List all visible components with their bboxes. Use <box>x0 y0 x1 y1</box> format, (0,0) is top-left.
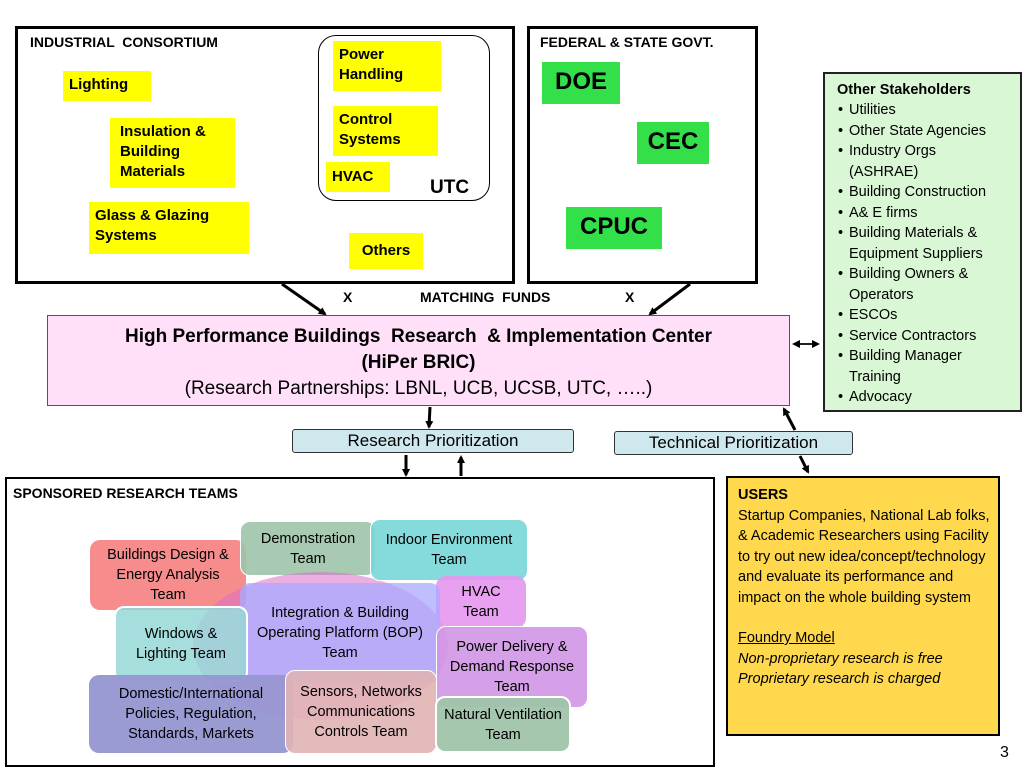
consortium-item-lighting: Lighting <box>63 71 151 101</box>
govt-item-doe: DOE <box>542 62 620 104</box>
stakeholder-item: Building Owners & Operators <box>838 264 999 305</box>
foundry-model-title: Foundry Model <box>738 630 835 646</box>
utc-item-power: Power Handling <box>333 41 441 91</box>
team-power-delivery: Power Delivery & Demand Response Team <box>436 626 588 708</box>
users-title: USERS <box>738 487 788 503</box>
stakeholder-item: A& E firms <box>838 203 1016 224</box>
center-title: High Performance Buildings Research & Im… <box>124 326 712 347</box>
arrow-center-to-research <box>425 406 434 429</box>
team-windows-lighting: Windows & Lighting Team <box>114 606 248 682</box>
stakeholder-item: Building Manager Training <box>838 346 999 387</box>
team-buildings-design: Buildings Design & Energy Analysis Team <box>90 540 246 610</box>
consortium-item-glass: Glass & Glazing Systems <box>89 202 249 254</box>
consortium-item-insulation: Insulation & Building Materials <box>110 118 235 188</box>
govt-item-cpuc: CPUC <box>566 207 662 249</box>
stakeholder-item: ESCOs <box>838 305 1016 326</box>
funding-x-left: X <box>343 289 353 305</box>
consortium-title: INDUSTRIAL CONSORTIUM <box>30 34 218 50</box>
stakeholders-box: Other Stakeholders Utilities Other State… <box>823 72 1022 412</box>
stakeholder-item: Industry Orgs (ASHRAE) <box>838 141 959 182</box>
arrow-consortium-to-center <box>281 282 327 316</box>
technical-prioritization: Technical Prioritization <box>614 431 853 455</box>
research-prioritization: Research Prioritization <box>292 429 574 453</box>
stakeholder-item: Utilities <box>838 100 1016 121</box>
stakeholder-item: Service Contractors <box>838 326 1016 347</box>
govt-title: FEDERAL & STATE GOVT. <box>540 34 714 50</box>
industrial-consortium-box: INDUSTRIAL CONSORTIUM Lighting Insulatio… <box>15 26 515 284</box>
arrow-technical-to-users <box>798 455 810 474</box>
funding-label: MATCHING FUNDS <box>420 289 551 305</box>
hiper-bric-center: High Performance Buildings Research & Im… <box>47 315 790 406</box>
team-demonstration: Demonstration Team <box>240 521 376 576</box>
stakeholder-item: Other State Agencies <box>838 121 1016 142</box>
users-box: USERS Startup Companies, National Lab fo… <box>726 476 1000 736</box>
utc-label: UTC <box>430 177 470 198</box>
center-subtitle: (HiPer BRIC) <box>361 352 476 373</box>
team-indoor-environment: Indoor Environment Team <box>370 519 528 581</box>
foundry-model-free: Non-proprietary research is free <box>738 650 943 667</box>
arrow-govt-to-center <box>648 282 691 316</box>
team-hvac: HVAC Team <box>436 576 526 628</box>
stakeholders-title: Other Stakeholders <box>837 82 971 98</box>
teams-title: SPONSORED RESEARCH TEAMS <box>13 485 238 501</box>
stakeholder-item: Advocacy <box>838 387 1016 408</box>
team-integration-bop: Integration & Building Operating Platfor… <box>240 583 440 683</box>
users-body: Startup Companies, National Lab folks, &… <box>738 507 990 606</box>
utc-item-control: Control Systems <box>333 106 438 156</box>
team-sensors-networks: Sensors, Networks Communications Control… <box>285 670 437 754</box>
consortium-item-others: Others <box>349 233 423 269</box>
stakeholders-list: Utilities Other State Agencies Industry … <box>837 100 1016 408</box>
foundry-model-charged: Proprietary research is charged <box>738 671 941 687</box>
utc-group: Power Handling Control Systems HVAC UTC <box>318 35 490 201</box>
govt-item-cec: CEC <box>637 122 709 164</box>
arrow-technical-to-center <box>782 407 797 431</box>
page-number: 3 <box>1000 744 1009 761</box>
team-natural-ventilation: Natural Ventilation Team <box>435 696 571 753</box>
govt-box: FEDERAL & STATE GOVT. DOE CEC CPUC <box>527 26 758 284</box>
funding-x-right: X <box>625 289 635 305</box>
team-policies-regulation: Domestic/International Policies, Regulat… <box>89 675 293 753</box>
stakeholder-item: Building Construction <box>838 182 1016 203</box>
stakeholder-item: Building Materials & Equipment Suppliers <box>838 223 1017 264</box>
utc-item-hvac: HVAC <box>326 162 390 192</box>
center-partners: (Research Partnerships: LBNL, UCB, UCSB,… <box>184 378 653 399</box>
